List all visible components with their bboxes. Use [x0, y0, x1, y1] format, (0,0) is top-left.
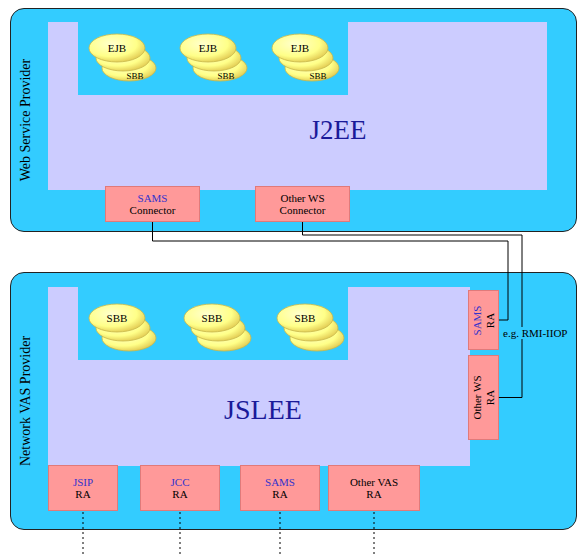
label-holder: SBB: [95, 65, 175, 83]
text-area: EJB: [180, 36, 236, 60]
bean-cluster: EJB: [178, 32, 250, 84]
sbb-cluster: SBB: [87, 302, 159, 354]
adaptor-label: Other WS: [280, 192, 324, 204]
node-label: EJB: [291, 42, 309, 54]
adaptor-label: Other WS: [471, 375, 483, 419]
container-fill: [48, 287, 470, 466]
text-area: SBB: [184, 306, 240, 330]
node-label: SBB: [202, 312, 223, 324]
adaptor-label: Connector: [130, 204, 176, 216]
text-area: SAMSConnector: [105, 186, 200, 222]
dotted-line: [180, 512, 181, 556]
text-area: Other VASRA: [328, 465, 420, 511]
text-area: SAMSRA: [240, 465, 320, 511]
bean-ellipse: [184, 304, 240, 332]
bean-ellipse: [180, 34, 236, 62]
node-label: Network VAS Provider: [18, 336, 33, 466]
connector-box: SAMSConnector: [105, 186, 200, 222]
stack-label: SBB: [309, 71, 326, 81]
adaptor-label: RA: [172, 488, 187, 500]
bean-ellipse: [277, 304, 333, 332]
resource-adaptor: JCCRA: [140, 465, 220, 511]
adaptor-label: Connector: [280, 204, 326, 216]
node-label: SBB: [295, 312, 316, 324]
label-holder: e.g. RMI-IIOP: [501, 323, 569, 341]
adaptor-label: RA: [366, 488, 381, 500]
container-fill: [48, 22, 547, 190]
text-area: EJB: [89, 36, 145, 60]
provider-box: Web Service ProviderJ2EEEJBEJBEJBSAMSCon…: [10, 8, 577, 232]
text-area: EJB: [272, 36, 328, 60]
node-label: Web Service Provider: [18, 59, 33, 182]
resource-adaptor: SAMSRA: [468, 290, 499, 350]
text-area: Network VAS Provider: [13, 272, 39, 530]
adaptor-label: RA: [272, 488, 287, 500]
text-area: J2EE: [248, 106, 428, 156]
bean-stack: [178, 32, 250, 84]
resource-adaptor: JSIPRA: [48, 465, 118, 511]
text-area: JCCRA: [140, 465, 220, 511]
text-area: Other WSConnector: [255, 186, 350, 222]
adaptor-label: RA: [75, 488, 90, 500]
connector-box: Other WSConnector: [255, 186, 350, 222]
label-holder: SBB: [278, 65, 358, 83]
adaptor-label: SAMS: [265, 476, 295, 488]
node-label: SBB: [107, 312, 128, 324]
adaptor-label: RA: [483, 312, 495, 327]
bean-cluster: EJB: [87, 32, 159, 84]
node-label: JSLEE: [224, 395, 302, 426]
adaptor-label: RA: [483, 390, 495, 405]
node-label: J2EE: [310, 116, 367, 146]
adaptor-label: SAMS: [138, 192, 168, 204]
text-area: JSIPRA: [48, 465, 118, 511]
bean-ellipse: [272, 34, 328, 62]
label-holder: SBB: [186, 65, 266, 83]
sbb-cluster: SBB: [275, 302, 347, 354]
protocol-note: e.g. RMI-IIOP: [501, 327, 569, 339]
container-shape: JSLEE SBB SBB SBB: [48, 287, 470, 466]
node-label: EJB: [108, 42, 126, 54]
text-area: JSLEE: [178, 387, 348, 433]
dotted-line: [374, 512, 375, 556]
resource-adaptor: Other VASRA: [328, 465, 420, 511]
dotted-line: [280, 512, 281, 556]
bean-stack: [182, 302, 254, 354]
resource-adaptor: Other WSRA: [468, 355, 499, 440]
provider-box: Network VAS ProviderJSLEESBBSBBSBBSAMSRA…: [10, 272, 577, 530]
stack-label: SBB: [217, 71, 234, 81]
text-area: SBB: [277, 306, 333, 330]
adaptor-label: JSIP: [73, 476, 93, 488]
container-shape: J2EE EJB EJB EJB: [48, 22, 547, 190]
sbb-cluster: SBB: [182, 302, 254, 354]
resource-adaptor: SAMSRA: [240, 465, 320, 511]
stack-label: SBB: [126, 71, 143, 81]
text-area: SAMSRA: [468, 290, 499, 350]
node-label: EJB: [199, 42, 217, 54]
text-area: Web Service Provider: [13, 8, 39, 232]
bean-stack: [87, 302, 159, 354]
adaptor-label: Other VAS: [350, 476, 398, 488]
bean-stack: [87, 32, 159, 84]
text-area: SBB: [89, 306, 145, 330]
bean-stack: [275, 302, 347, 354]
adaptor-label: JCC: [171, 476, 190, 488]
adaptor-label: SAMS: [471, 305, 483, 335]
bean-cluster: EJB: [270, 32, 342, 84]
bean-ellipse: [89, 304, 145, 332]
text-area: Other WSRA: [468, 355, 499, 440]
dotted-line: [83, 512, 84, 556]
bean-stack: [270, 32, 342, 84]
bean-ellipse: [89, 34, 145, 62]
